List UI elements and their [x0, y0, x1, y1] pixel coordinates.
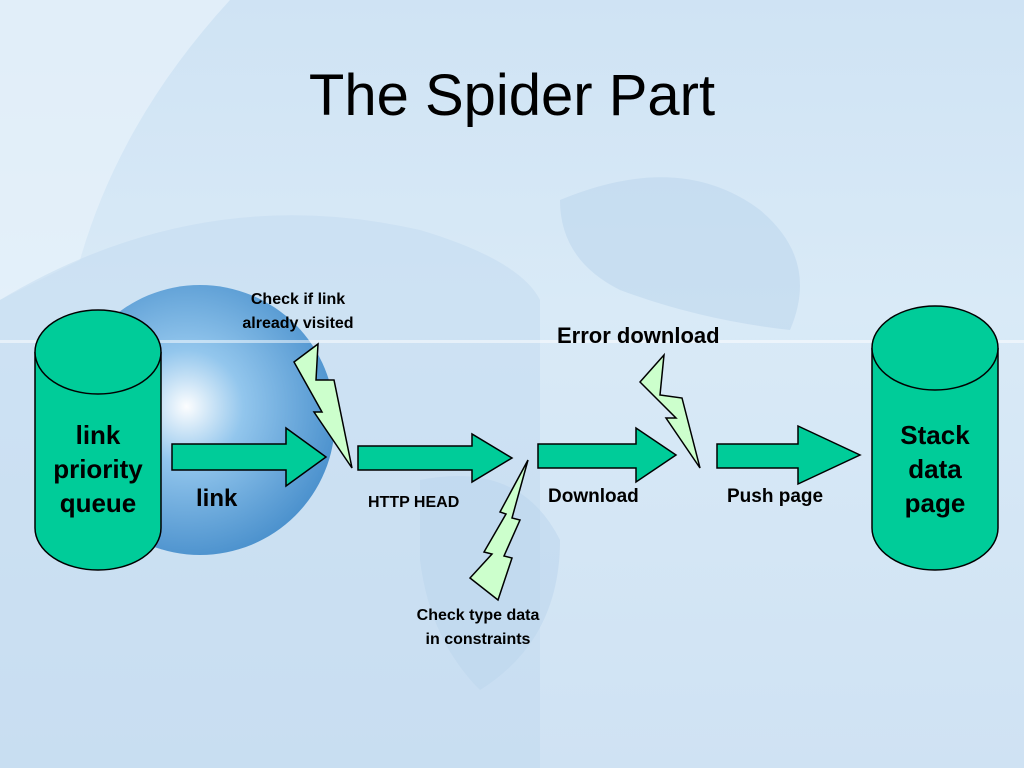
- lightning-type-icon: [468, 459, 529, 602]
- lightning-error-icon: [638, 352, 701, 469]
- stack-label-line1: Stack: [900, 420, 970, 450]
- queue-label-line1: link: [75, 420, 121, 450]
- stack-label-line3: page: [904, 488, 966, 518]
- slide-title: The Spider Part: [308, 63, 716, 128]
- link-label: link: [196, 485, 238, 512]
- check-visited-line2: already visited: [242, 315, 354, 332]
- lightning-visited-icon: [293, 342, 353, 469]
- http-head-label: HTTP HEAD: [368, 494, 460, 511]
- queue-label-line3: queue: [59, 488, 137, 518]
- stack-cylinder: [871, 305, 999, 571]
- arrow-link: [171, 426, 328, 488]
- arrow-http-head: [357, 432, 514, 484]
- queue-cylinder: [34, 309, 162, 571]
- queue-label: link priority queue: [38, 418, 158, 520]
- check-type-line2: in constraints: [425, 631, 531, 648]
- check-type-label: Check type data in constraints: [396, 604, 560, 652]
- check-visited-line1: Check if link: [250, 291, 346, 308]
- arrow-push-page: [716, 424, 862, 486]
- stack-label: Stack data page: [875, 418, 995, 520]
- arrow-download: [537, 426, 678, 484]
- push-page-label: Push page: [727, 486, 824, 507]
- download-label: Download: [548, 486, 639, 507]
- check-visited-label: Check if link already visited: [222, 288, 374, 336]
- check-type-line1: Check type data: [416, 607, 540, 624]
- queue-label-line2: priority: [53, 454, 143, 484]
- stack-label-line2: data: [908, 454, 962, 484]
- error-download-label: Error download: [557, 323, 720, 348]
